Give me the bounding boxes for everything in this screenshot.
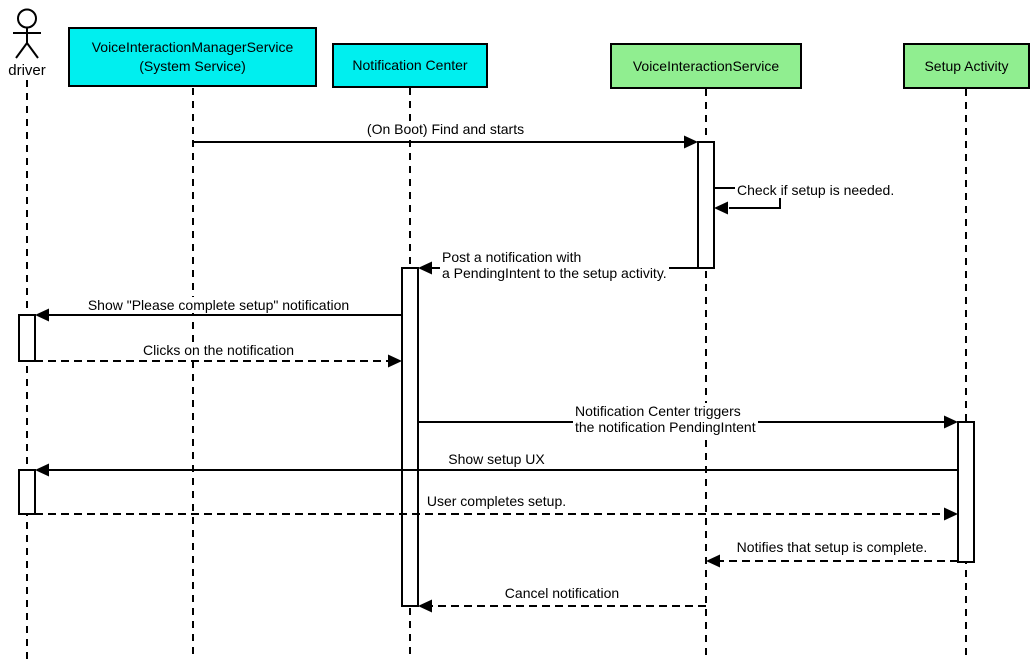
arrowhead-left-icon	[35, 308, 49, 322]
activation-voiceinteractionservice	[697, 141, 715, 269]
message-label-user-completes-setup: User completes setup.	[35, 493, 958, 509]
activation-bars	[18, 141, 975, 607]
participant-label: Setup Activity	[924, 57, 1009, 74]
arrowhead-left-icon	[35, 463, 49, 477]
message-text: Notification Center triggers the notific…	[573, 403, 758, 435]
message-text: Show setup UX	[446, 451, 547, 467]
arrowhead-right-icon	[388, 354, 402, 368]
message-label-on-boot-find-and-starts: (On Boot) Find and starts	[193, 121, 698, 137]
arrowhead-right-icon	[944, 507, 958, 521]
arrowheads	[35, 135, 958, 613]
participant-label: Notification Center	[352, 57, 468, 73]
message-arrows	[35, 141, 958, 607]
message-label-notifies-setup-complete: Notifies that setup is complete.	[706, 539, 958, 555]
arrowhead-left-icon	[418, 261, 432, 275]
message-text: Cancel notification	[502, 585, 622, 601]
message-label-clicks-on-notification: Clicks on the notification	[35, 342, 402, 358]
participant-setup-activity: Setup Activity	[903, 43, 1030, 89]
actor-icon	[13, 8, 41, 59]
actor-driver-label: driver	[8, 62, 46, 79]
participant-voiceinteractionmanagerservice: VoiceInteractionManagerService (System S…	[68, 27, 317, 87]
message-label-show-setup-ux: Show setup UX	[35, 451, 958, 467]
message-label-post-a-notification: Post a notification with a PendingIntent…	[440, 233, 669, 281]
participant-notification-center: Notification Center	[332, 43, 488, 88]
message-text: Post a notification with a PendingIntent…	[440, 249, 669, 281]
arrowhead-right-icon	[684, 135, 698, 149]
arrowhead-right-icon	[944, 415, 958, 429]
participant-voiceinteractionservice: VoiceInteractionService	[610, 43, 802, 89]
activation-driver-2	[18, 469, 36, 515]
arrowhead-left-icon	[714, 201, 728, 215]
message-text: Clicks on the notification	[141, 342, 296, 358]
activation-notification-center	[401, 267, 419, 607]
arrowhead-left-icon	[418, 599, 432, 613]
message-label-check-if-setup-needed: Check if setup is needed.	[735, 166, 897, 198]
message-text: Check if setup is needed.	[735, 182, 897, 198]
message-label-cancel-notification: Cancel notification	[418, 585, 706, 601]
activation-setup-activity	[957, 421, 975, 563]
message-label-triggers-pendingintent: Notification Center triggers the notific…	[573, 387, 758, 435]
participant-label: VoiceInteractionManagerService (System S…	[91, 39, 294, 74]
arrowhead-left-icon	[706, 554, 720, 568]
message-text: User completes setup.	[424, 493, 569, 509]
activation-driver-1	[18, 314, 36, 362]
message-text: (On Boot) Find and starts	[364, 121, 527, 137]
message-text: Notifies that setup is complete.	[734, 539, 930, 555]
message-label-show-please-complete-setup: Show "Please complete setup" notificatio…	[35, 297, 402, 313]
message-text: Show "Please complete setup" notificatio…	[85, 297, 352, 313]
participant-label: VoiceInteractionService	[632, 57, 780, 74]
